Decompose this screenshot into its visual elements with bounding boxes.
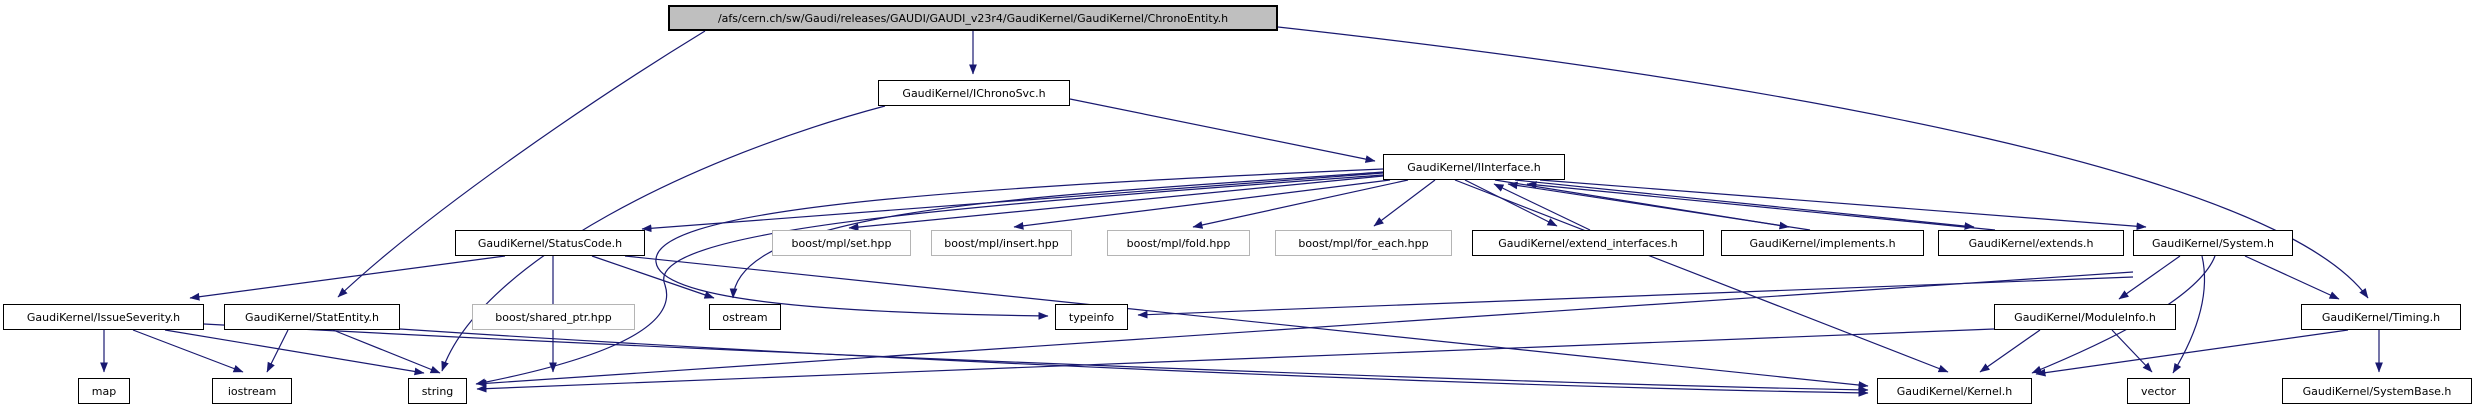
graph-node-iostream: iostream [212, 378, 292, 404]
edge-system-to-moduleinfo [2118, 255, 2181, 300]
graph-node-vector: vector [2127, 378, 2190, 404]
edge-iinterface-to-extends [1514, 179, 1975, 230]
graph-node-system[interactable]: GaudiKernel/System.h [2133, 230, 2293, 256]
graph-node-statentity[interactable]: GaudiKernel/StatEntity.h [224, 304, 400, 330]
graph-node-iinterface[interactable]: GaudiKernel/IInterface.h [1383, 154, 1565, 180]
graph-node-extendifc[interactable]: GaudiKernel/extend_interfaces.h [1472, 230, 1704, 256]
edge-statentity-to-iostream [266, 329, 289, 373]
edge-system-to-typeinfo [1137, 276, 2134, 319]
graph-node-mplinsert: boost/mpl/insert.hpp [931, 230, 1072, 256]
edge-ichronosvc-to-string [441, 105, 886, 372]
graph-node-implements[interactable]: GaudiKernel/implements.h [1721, 230, 1924, 256]
edge-iinterface-to-mplfold [1192, 179, 1409, 229]
edge-iinterface-to-typeinfo [655, 168, 1384, 320]
edge-statuscode-to-ostream [591, 255, 715, 299]
edge-iinterface-to-mplset [848, 175, 1384, 231]
edge-system-to-vector [2172, 255, 2206, 374]
edge-statentity-to-kernel [399, 328, 1869, 397]
graph-node-typeinfo: typeinfo [1055, 304, 1128, 330]
edge-statuscode-to-issueseverity [189, 255, 506, 301]
graph-node-mplset: boost/mpl/set.hpp [772, 230, 911, 256]
graph-node-string: string [408, 378, 467, 404]
graph-node-chrono: /afs/cern.ch/sw/Gaudi/releases/GAUDI/GAU… [668, 5, 1278, 31]
edge-iinterface-to-mplforeach [1373, 179, 1436, 227]
graph-node-sharedptr: boost/shared_ptr.hpp [472, 304, 635, 330]
edge-ichronosvc-to-iinterface [1069, 98, 1376, 163]
graph-node-issueseverity[interactable]: GaudiKernel/IssueSeverity.h [3, 304, 204, 330]
edge-chrono-to-timing [1277, 26, 2369, 299]
edge-statentity-to-string [332, 329, 441, 374]
graph-node-mplfold: boost/mpl/fold.hpp [1107, 230, 1250, 256]
edge-chrono-to-statentity [337, 30, 706, 298]
edge-iinterface-to-statuscode [641, 172, 1384, 233]
edge-system-to-timing [2244, 255, 2340, 300]
edge-extendifc-to-iinterface [1493, 183, 1591, 231]
graph-node-systembase[interactable]: GaudiKernel/SystemBase.h [2282, 378, 2472, 404]
graph-node-map: map [78, 378, 130, 404]
edge-statuscode-to-kernel [624, 255, 1869, 389]
edge-issueseverity-to-kernel [203, 323, 1869, 394]
graph-node-moduleinfo[interactable]: GaudiKernel/ModuleInfo.h [1994, 304, 2176, 330]
edge-moduleinfo-to-vector [2111, 329, 2153, 373]
graph-node-statuscode[interactable]: GaudiKernel/StatusCode.h [455, 230, 645, 256]
edge-iinterface-to-kernel [1454, 179, 1949, 373]
edge-moduleinfo-to-string [476, 328, 1995, 393]
edge-extends-to-iinterface [1526, 181, 1996, 231]
graph-node-ostream: ostream [709, 304, 781, 330]
graph-node-ichronosvc[interactable]: GaudiKernel/IChronoSvc.h [878, 80, 1070, 106]
edge-implements-to-iinterface [1507, 181, 1811, 231]
graph-node-extends[interactable]: GaudiKernel/extends.h [1938, 230, 2124, 256]
edge-iinterface-to-extendifc [1464, 179, 1558, 227]
graph-node-kernel[interactable]: GaudiKernel/Kernel.h [1877, 378, 2032, 404]
edge-iinterface-to-string [475, 174, 1384, 387]
edge-issueseverity-to-iostream [132, 329, 244, 373]
edge-iinterface-to-system [1539, 179, 2147, 231]
edge-system-to-string [476, 271, 2134, 388]
edge-iinterface-to-mplinsert [1013, 179, 1391, 230]
graph-node-timing[interactable]: GaudiKernel/Timing.h [2301, 304, 2461, 330]
edge-moduleinfo-to-kernel [1979, 329, 2041, 373]
edge-timing-to-kernel [2035, 329, 2349, 377]
edge-iinterface-to-ostream [729, 171, 1384, 299]
edge-issueseverity-to-string [164, 329, 425, 376]
graph-node-mplforeach: boost/mpl/for_each.hpp [1275, 230, 1452, 256]
